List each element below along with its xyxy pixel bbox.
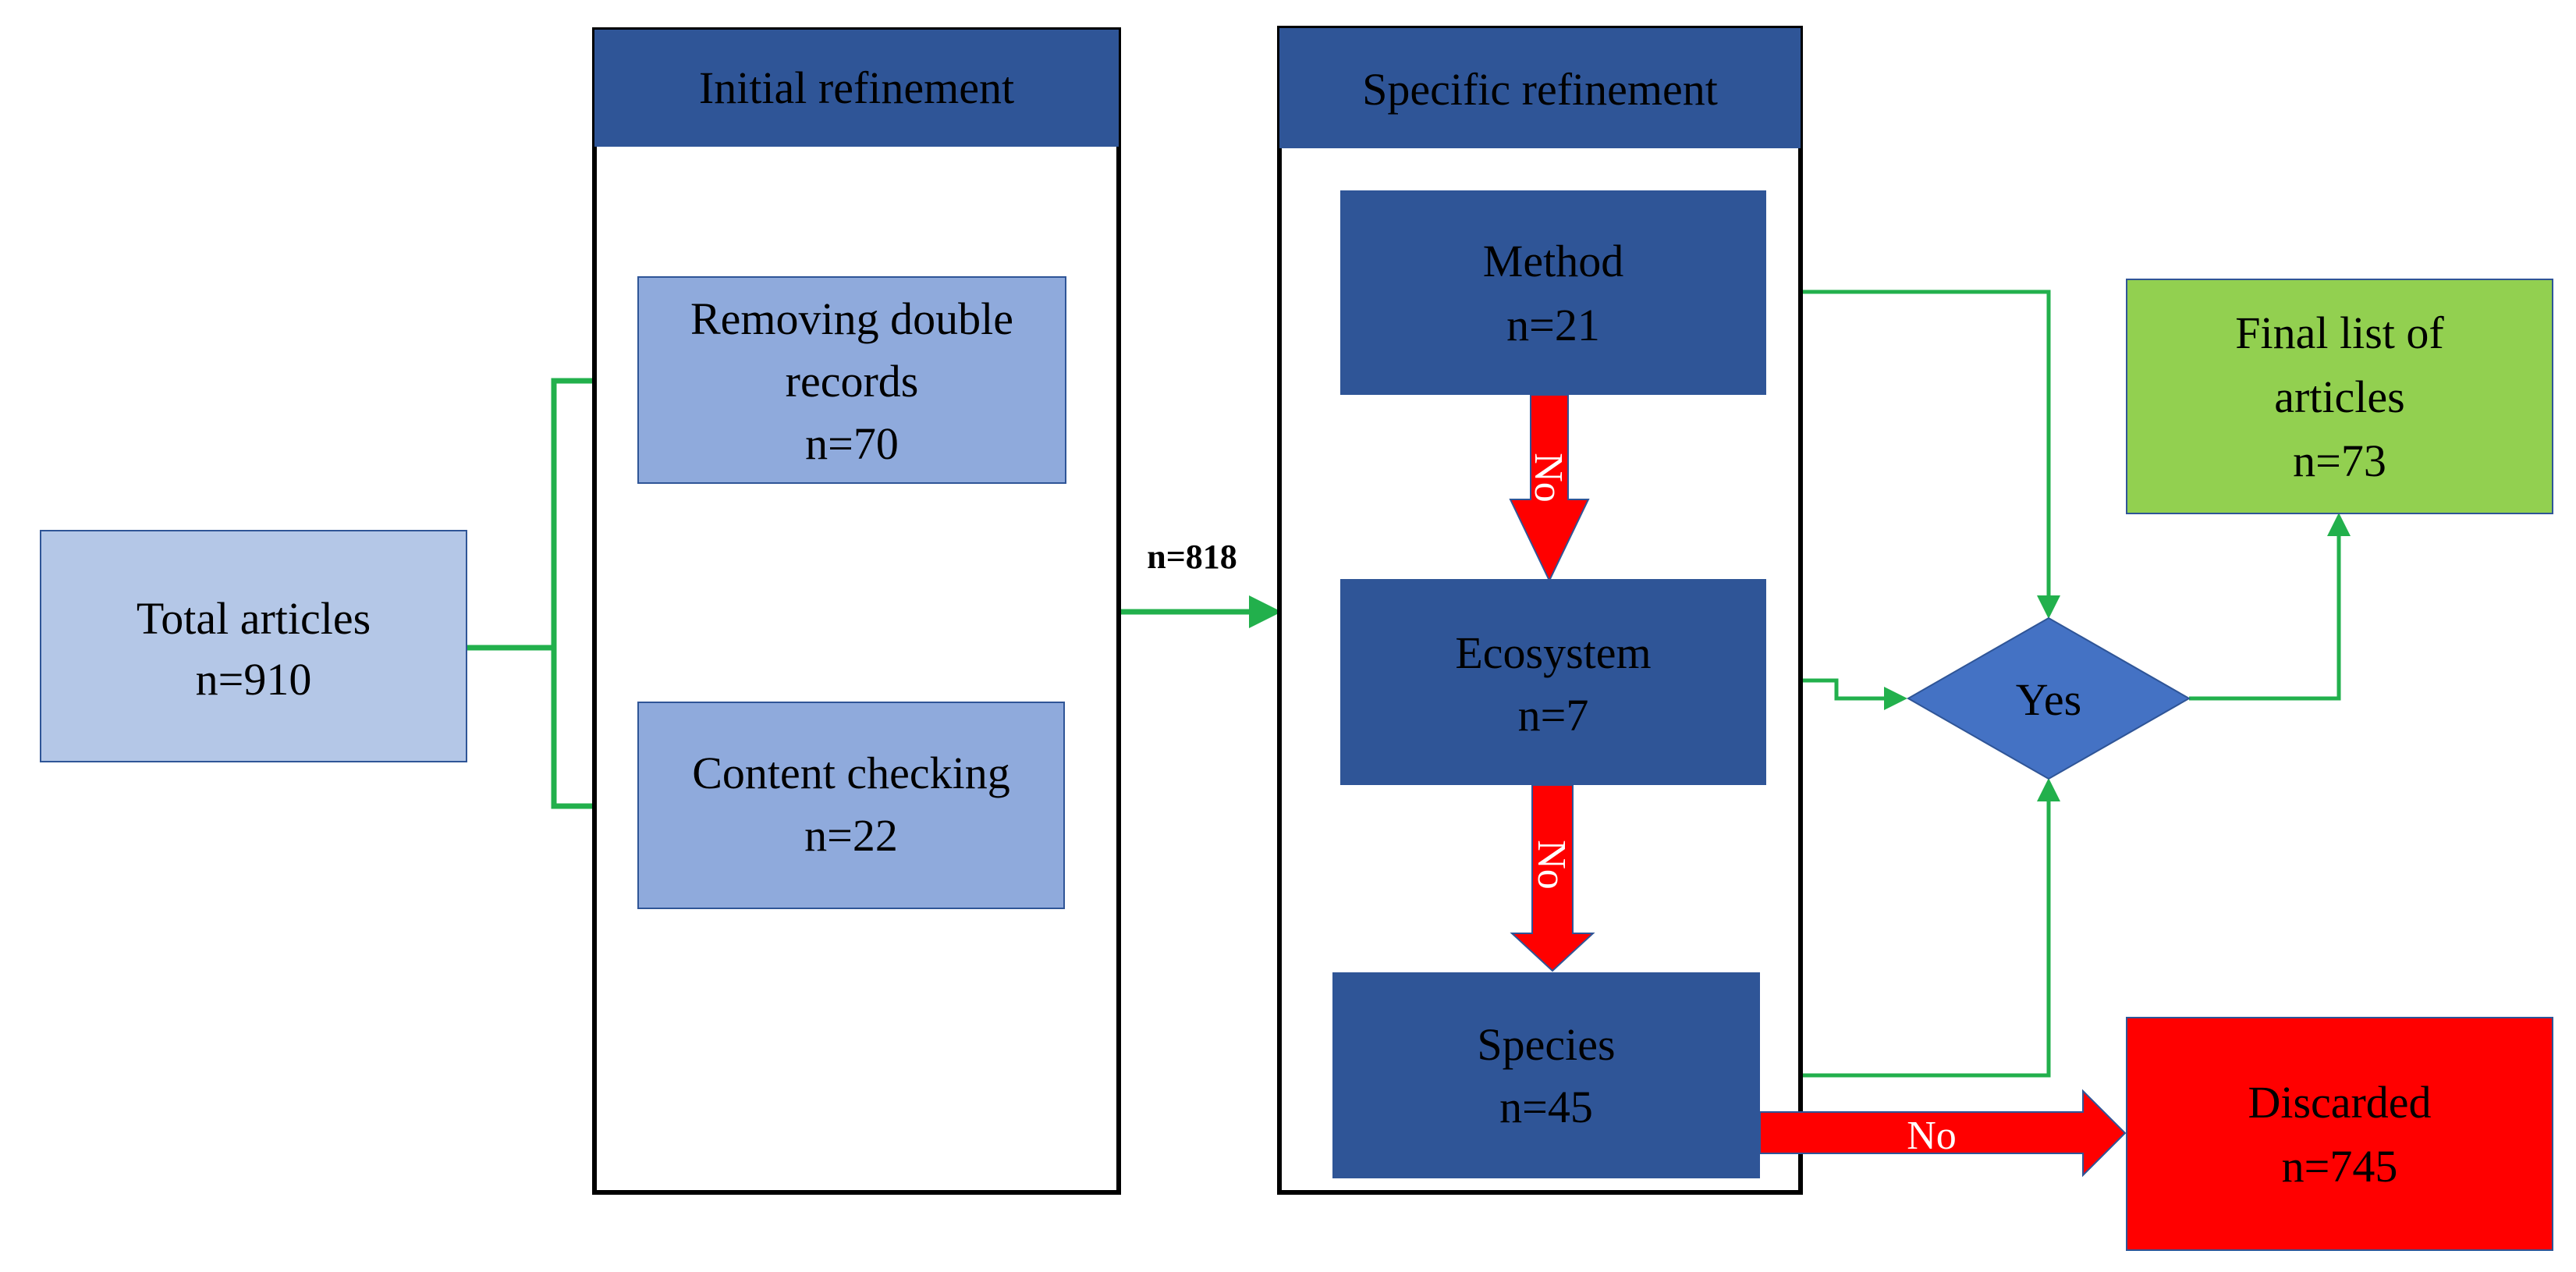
initial-refinement-panel: Initial refinement Removing double recor… [592, 27, 1121, 1195]
method-label: Method [1483, 236, 1623, 286]
discarded-count: n=745 [2282, 1141, 2398, 1192]
ecosystem-count: n=7 [1518, 690, 1589, 741]
final-count: n=73 [2293, 435, 2386, 486]
total-count: n=910 [196, 654, 312, 705]
discarded-label: Discarded [2248, 1077, 2431, 1128]
removing-count: n=70 [805, 418, 899, 469]
final-list-node: Final list of articles n=73 [2126, 279, 2553, 514]
no-label-1: No [1526, 453, 1570, 503]
yes-decision-node: Yes [1906, 616, 2191, 780]
yes-label: Yes [2016, 674, 2081, 725]
species-label: Species [1477, 1019, 1615, 1070]
ecosystem-label: Ecosystem [1455, 627, 1651, 678]
transfer-count-label: n=818 [1147, 538, 1237, 576]
initial-refinement-header: Initial refinement [699, 62, 1014, 113]
total-label: Total articles [137, 593, 371, 644]
final-label-line1: Final list of [2235, 307, 2444, 358]
method-node: Method n=21 [1340, 190, 1766, 395]
total-articles-node: Total articles n=910 [40, 530, 467, 762]
no-label-3: No [1907, 1114, 1957, 1158]
method-count: n=21 [1506, 300, 1600, 350]
no-label-2: No [1529, 840, 1574, 890]
removing-label-line2: records [786, 356, 919, 407]
connector-method-to-yes [1766, 290, 2060, 619]
ecosystem-node: Ecosystem n=7 [1340, 579, 1766, 785]
content-label: Content checking [692, 748, 1010, 798]
removing-double-records-node: Removing double records n=70 [637, 276, 1066, 484]
specific-refinement-header: Specific refinement [1362, 64, 1718, 115]
final-label-line2: articles [2274, 371, 2404, 422]
species-count: n=45 [1499, 1082, 1593, 1132]
no-arrow-ecosystem-to-species: No [1510, 784, 1595, 972]
species-node: Species n=45 [1332, 972, 1760, 1178]
content-checking-node: Content checking n=22 [637, 702, 1065, 909]
discarded-node: Discarded n=745 [2126, 1017, 2553, 1251]
content-count: n=22 [804, 810, 898, 861]
specific-refinement-panel: Specific refinement Method n=21 No Ecosy… [1277, 26, 1803, 1195]
connector-species-to-yes [1760, 778, 2060, 1078]
removing-label-line1: Removing double [690, 293, 1013, 344]
no-arrow-species-to-discarded: No [1759, 1089, 2127, 1178]
no-arrow-method-to-ecosystem: No [1509, 394, 1590, 583]
connector-yes-to-final [2189, 513, 2351, 701]
